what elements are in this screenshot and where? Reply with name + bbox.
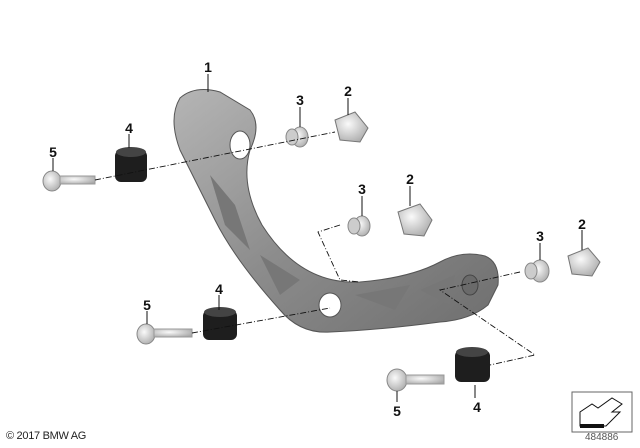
diagram-id: 484886 [585,432,619,443]
clip-nut-part-2[interactable] [334,111,369,143]
bolt-part-5[interactable] [42,170,96,192]
copyright-text: © 2017 BMW AG [6,430,87,442]
view-arrow-icon [571,391,633,433]
callout-3[interactable]: 3 [296,92,304,108]
callout-2[interactable]: 2 [406,171,414,187]
leader-lines [52,74,583,402]
callout-5[interactable]: 5 [49,144,57,160]
bushing-part-3[interactable] [524,259,550,283]
callout-4[interactable]: 4 [215,281,223,297]
clip-nut-part-2[interactable] [567,247,601,277]
callout-2[interactable]: 2 [578,216,586,232]
rubber-mount-part-4[interactable] [455,347,490,382]
rubber-mount-part-4[interactable] [115,147,147,182]
bolt-part-5[interactable] [136,323,193,345]
callout-3[interactable]: 3 [536,228,544,244]
callout-5[interactable]: 5 [143,297,151,313]
bushing-part-3[interactable] [285,126,309,148]
assembly-axis-lines [94,131,537,366]
callout-2[interactable]: 2 [344,83,352,99]
callout-5[interactable]: 5 [393,403,401,419]
bracket-part-1[interactable] [173,89,499,333]
bushing-part-3[interactable] [347,215,371,237]
bolt-part-5[interactable] [386,368,445,392]
rubber-mount-part-4[interactable] [203,307,237,340]
callout-4[interactable]: 4 [125,120,133,136]
callout-4[interactable]: 4 [473,399,481,415]
callout-3[interactable]: 3 [358,181,366,197]
callout-1[interactable]: 1 [204,59,212,75]
clip-nut-part-2[interactable] [397,203,433,237]
